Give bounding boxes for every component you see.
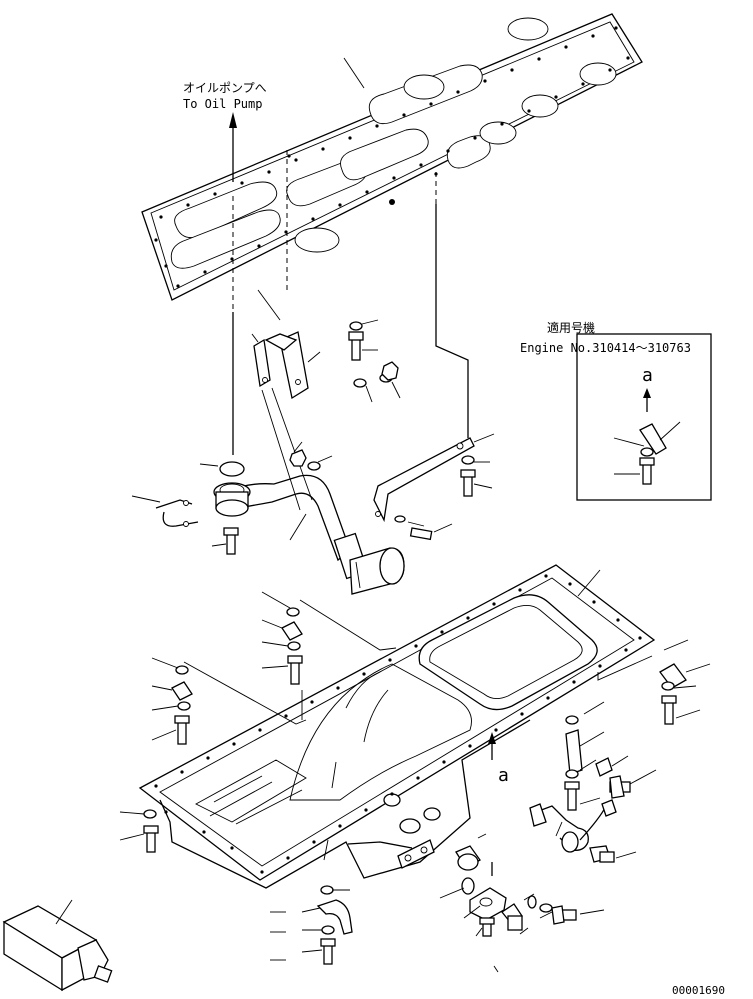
oil-pan: a	[138, 564, 656, 889]
up-arrow-icon	[643, 388, 651, 398]
pipe-bracket	[253, 331, 309, 400]
leader-lines-upper	[131, 289, 495, 547]
oil-pump-label-en: To Oil Pump	[183, 97, 262, 111]
drain-cover	[469, 887, 507, 921]
strainer	[333, 532, 405, 595]
oil-pump-callout: オイルポンプへ To Oil Pump	[183, 81, 437, 455]
applicable-label-jp: 適用号機	[547, 320, 595, 335]
engine-range-detail: 適用号機 Engine No.310414～310763 a	[520, 320, 712, 501]
detail-ref-pan: a	[498, 765, 509, 786]
up-arrow-icon	[229, 112, 237, 128]
engine-range-label: Engine No.310414～310763	[520, 341, 691, 355]
detail-ref-box: a	[642, 365, 653, 386]
filler-tube	[2, 899, 113, 992]
drain-parts	[270, 833, 605, 973]
drain-plug	[455, 845, 481, 871]
left-fasteners	[119, 591, 397, 861]
drain-valve	[501, 903, 523, 931]
oil-level-sensor	[529, 799, 617, 863]
oil-pan-gasket	[141, 13, 643, 301]
o-ring	[219, 461, 245, 477]
right-fasteners	[529, 639, 711, 863]
up-arrow-icon	[488, 732, 496, 744]
pipe-fasteners	[223, 321, 476, 555]
oil-pump-label-jp: オイルポンプへ	[183, 81, 267, 95]
bottom-clamp	[316, 885, 353, 965]
suction-pipe-assembly	[155, 204, 475, 595]
figure-number: 00001690	[672, 984, 725, 997]
detail-box	[576, 333, 712, 501]
